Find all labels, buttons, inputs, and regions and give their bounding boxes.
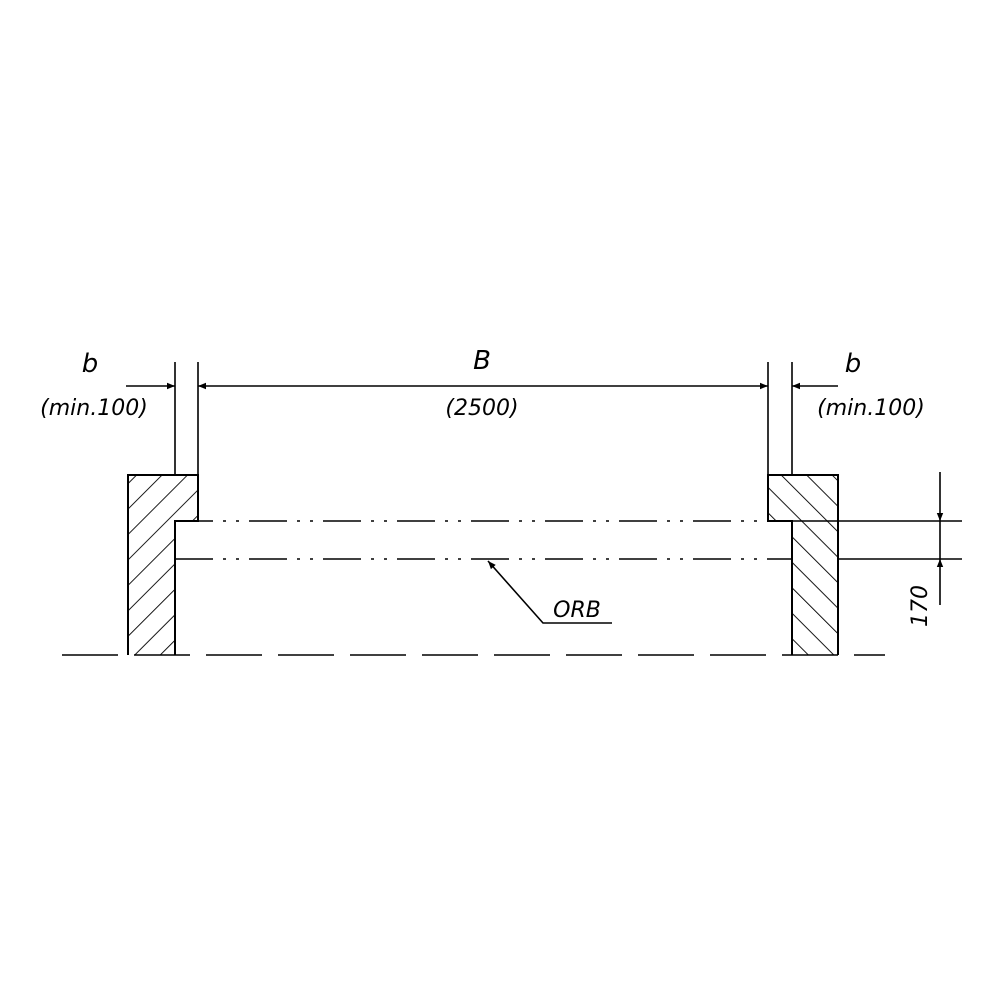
label-left-b: b: [82, 349, 99, 379]
label-left-min: (min.100): [40, 396, 148, 421]
right-wall-outline: [767, 474, 839, 655]
label-right-min: (min.100): [817, 396, 925, 421]
left-wall-hatch: [128, 475, 198, 655]
label-170: 170: [908, 585, 933, 627]
left-wall-outline: [127, 474, 199, 655]
left-wall-section: [127, 474, 199, 655]
label-B-value: (2500): [445, 396, 518, 421]
right-wall-section: [767, 474, 839, 655]
orb-leader-line: [487, 560, 612, 624]
label-right-b: b: [845, 349, 862, 379]
extension-lines: [174, 362, 793, 475]
label-B: B: [473, 346, 491, 376]
label-orb: ORB: [553, 598, 601, 623]
right-wall-hatch: [768, 475, 838, 655]
